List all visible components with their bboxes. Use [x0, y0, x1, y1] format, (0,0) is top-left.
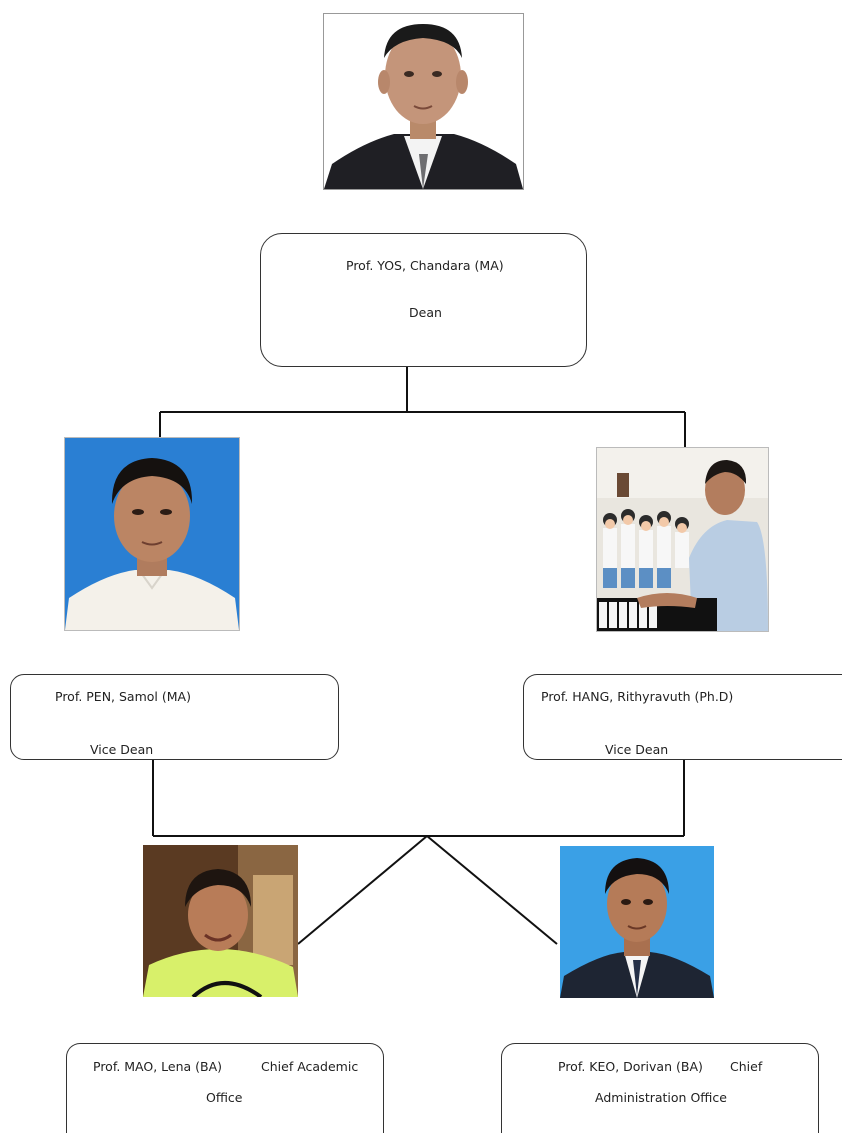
vice-dean-right-photo — [596, 447, 769, 632]
chief-academic-photo — [143, 845, 298, 997]
chief-admin-name: Prof. KEO, Dorivan (BA) — [558, 1059, 703, 1074]
chief-admin-role-line2: Administration Office — [595, 1090, 727, 1105]
chief-admin-photo — [560, 846, 714, 998]
chief-academic-diagonal — [297, 835, 428, 945]
dean-role: Dean — [409, 305, 442, 320]
vice-dean-left-name: Prof. PEN, Samol (MA) — [55, 689, 191, 704]
vice-dean-right-role: Vice Dean — [605, 742, 669, 757]
chief-admin-role-line1: Chief — [730, 1059, 763, 1074]
vice-dean-left-box: Prof. PEN, Samol (MA) Vice Dean — [10, 674, 339, 760]
vice-dean-left-photo — [64, 437, 240, 631]
vice-dean-right-name: Prof. HANG, Rithyravuth (Ph.D) — [541, 689, 734, 704]
dean-box: Prof. YOS, Chandara (MA) Dean — [260, 233, 587, 367]
chief-academic-role-line2: Office — [206, 1090, 243, 1105]
chief-admin-box: Prof. KEO, Dorivan (BA) Chief Administra… — [501, 1043, 819, 1133]
chief-admin-diagonal — [426, 835, 558, 945]
chief-academic-name: Prof. MAO, Lena (BA) — [93, 1059, 223, 1074]
vice-dean-left-role: Vice Dean — [90, 742, 154, 757]
chief-academic-role-line1: Chief Academic — [261, 1059, 359, 1074]
vice-dean-right-box: Prof. HANG, Rithyravuth (Ph.D) Vice Dean — [523, 674, 842, 760]
dean-photo — [323, 13, 524, 190]
dean-name: Prof. YOS, Chandara (MA) — [346, 258, 504, 273]
chief-academic-box: Prof. MAO, Lena (BA) Chief Academic Offi… — [66, 1043, 384, 1133]
